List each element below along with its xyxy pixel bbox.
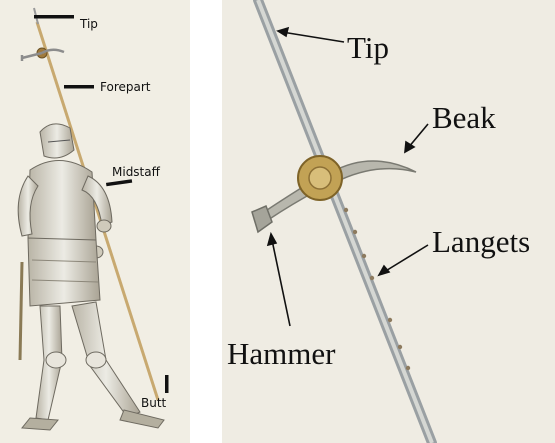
- sword: [20, 262, 22, 360]
- poleaxe-beak: [42, 50, 64, 53]
- label-tip-left: Tip: [80, 18, 98, 30]
- label-midstaff: Midstaff: [112, 166, 160, 178]
- label-beak: Beak: [432, 102, 496, 133]
- knight-illustration-panel: Tip Forepart Midstaff Butt: [0, 0, 190, 443]
- label-tip-closeup: Tip: [347, 32, 389, 63]
- closeup-beak: [332, 161, 416, 182]
- label-langets: Langets: [432, 226, 530, 257]
- langet-rivets: [344, 208, 410, 370]
- label-hammer: Hammer: [227, 338, 335, 369]
- label-forepart: Forepart: [100, 81, 150, 93]
- forepart-marker-bar: [64, 85, 94, 89]
- knight-with-poleaxe-drawing: [0, 0, 190, 443]
- closeup-shaft-highlight: [258, 0, 432, 443]
- tip-marker-bar: [34, 15, 74, 19]
- poleaxe-head-closeup-panel: Tip Beak Langets Hammer: [222, 0, 555, 443]
- butt-marker-bar: [165, 375, 169, 393]
- poleaxe-head-drawing: [222, 0, 555, 443]
- midstaff-marker-bar: [106, 179, 132, 186]
- label-butt: Butt: [141, 397, 166, 409]
